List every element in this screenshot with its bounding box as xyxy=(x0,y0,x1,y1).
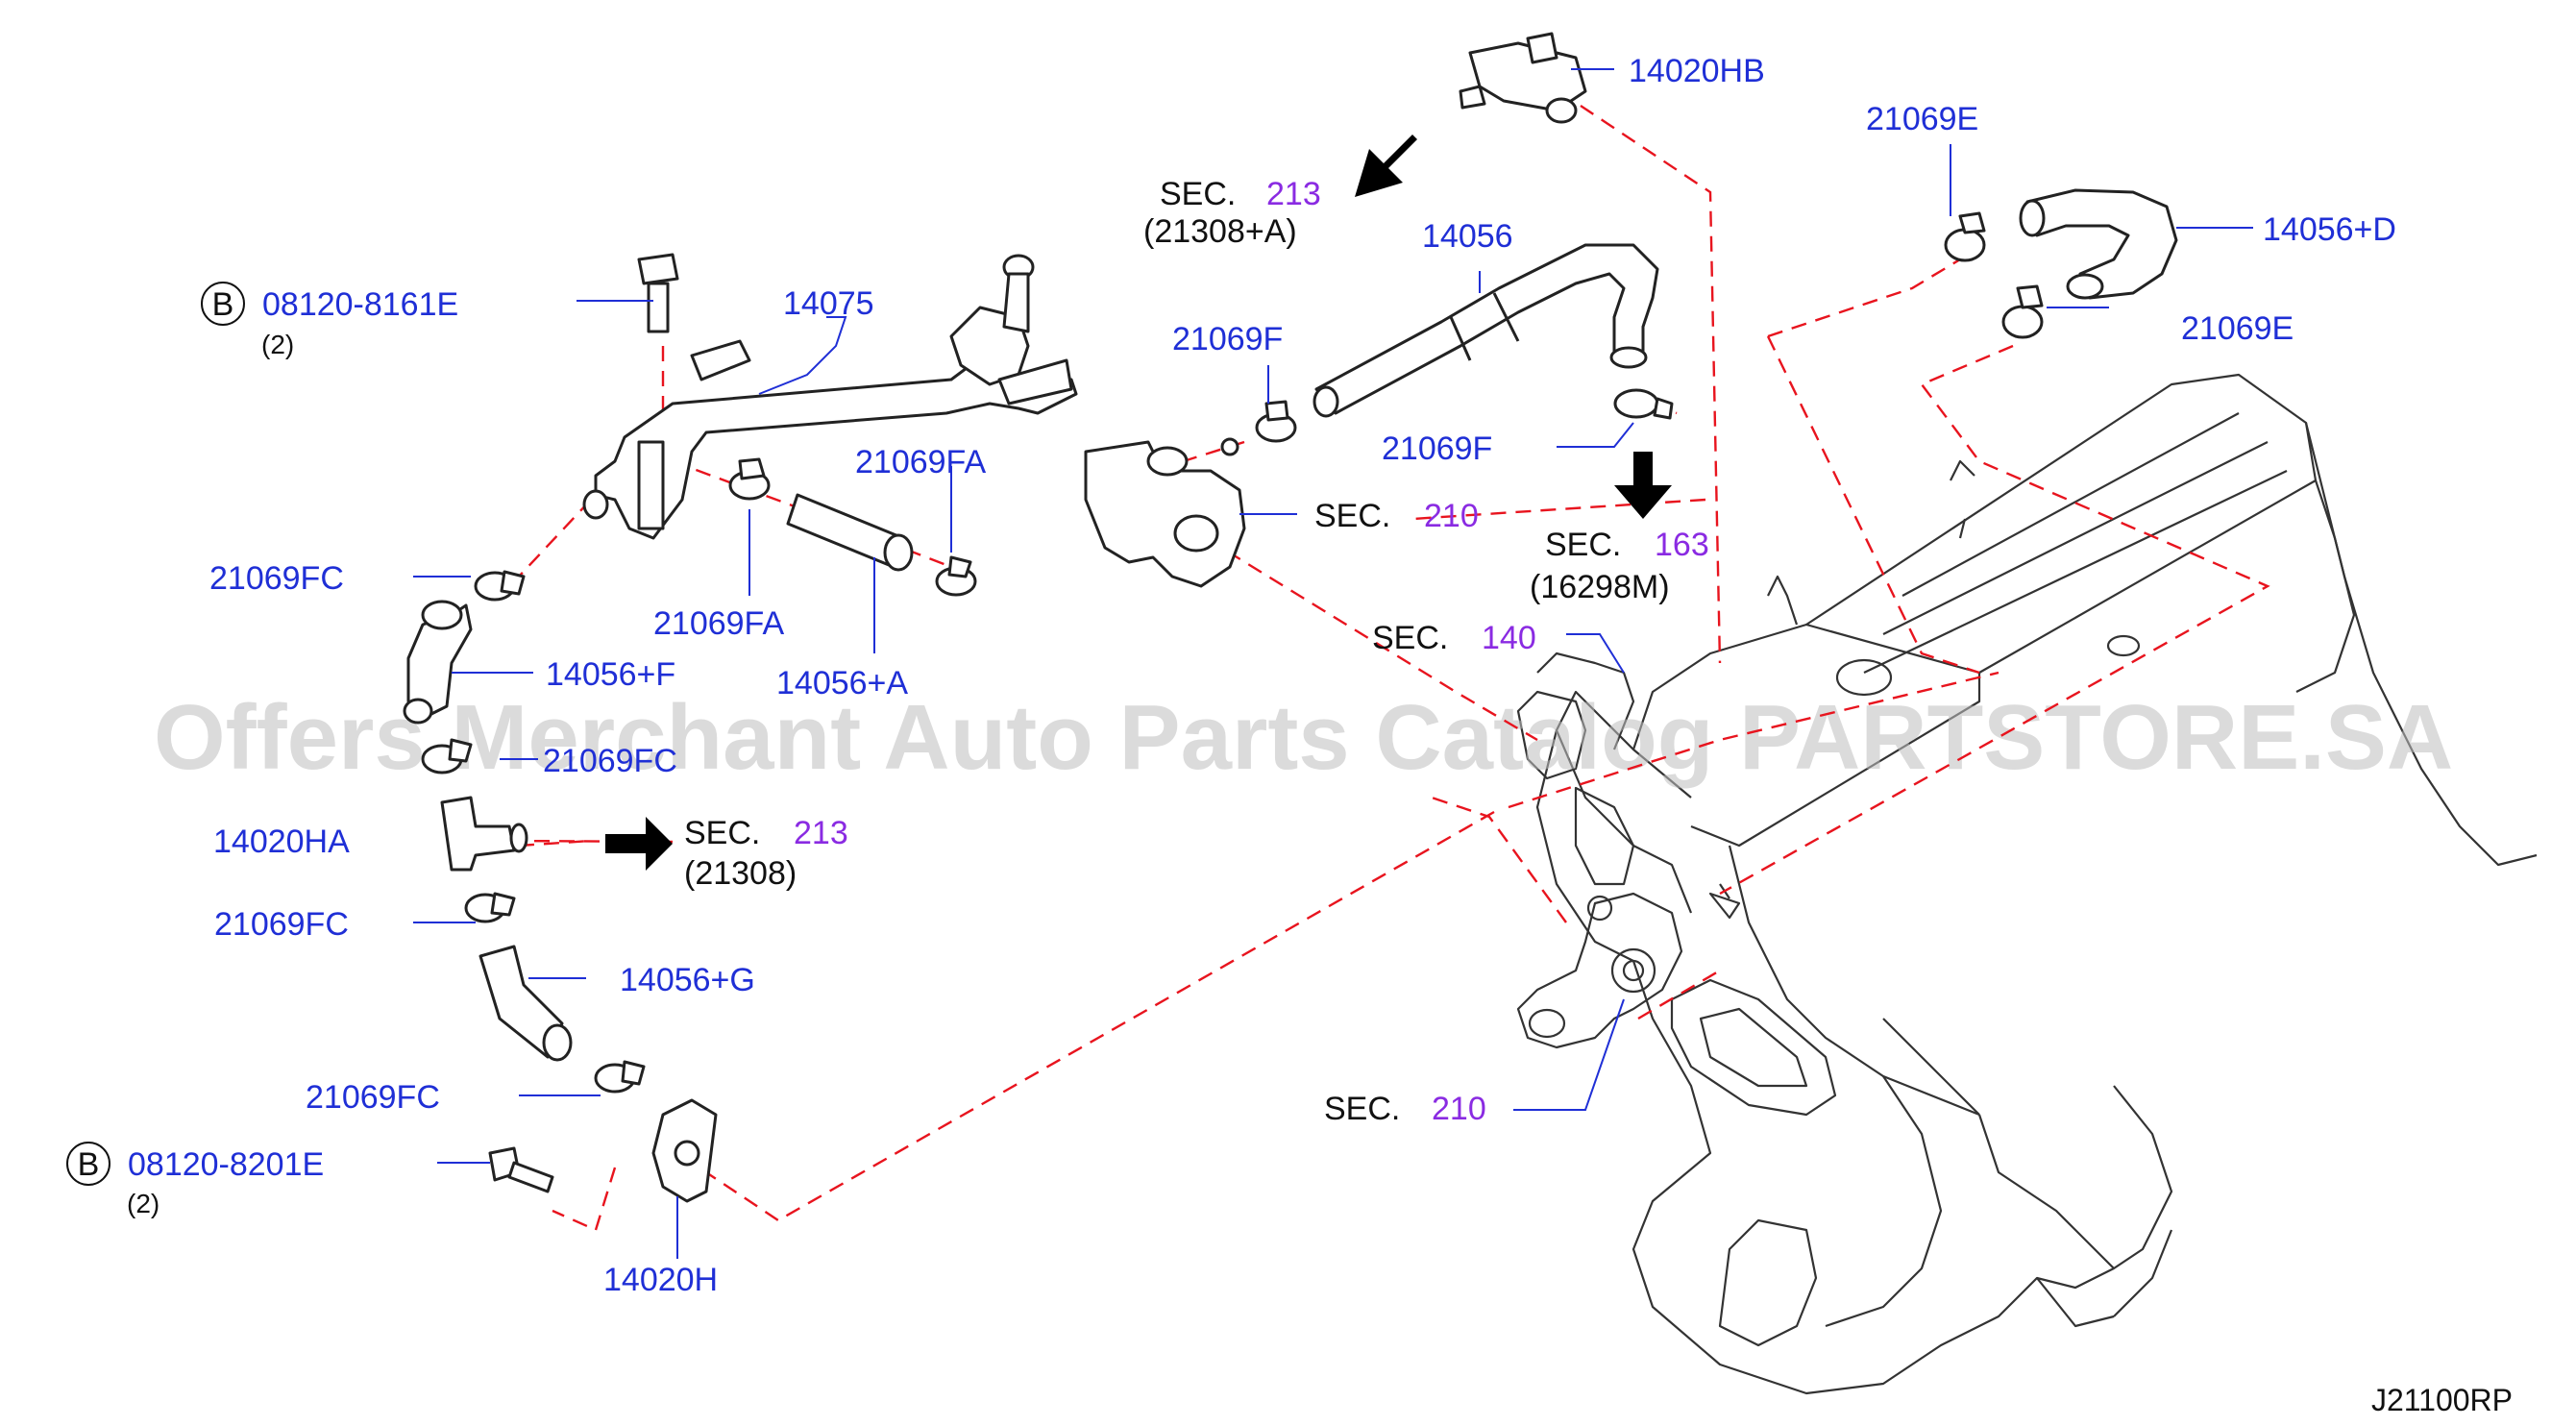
clamp-21069FC-1 xyxy=(474,570,526,602)
section-number: 213 xyxy=(794,815,848,851)
clamp-21069FA-right xyxy=(935,555,977,597)
leader-lines xyxy=(413,68,2253,1259)
part-label-21069F[interactable]: 21069F xyxy=(1382,430,1492,467)
diagram-code: J21100RP xyxy=(2371,1383,2513,1417)
hose-14056A xyxy=(786,493,914,572)
part-label-21069F[interactable]: 21069F xyxy=(1172,321,1283,357)
part-label-14020HA[interactable]: 14020HA xyxy=(213,824,350,860)
engine-block-illustration xyxy=(1516,373,2538,1395)
part-label-21069FA[interactable]: 21069FA xyxy=(653,605,784,642)
part-label-14020H[interactable]: 14020H xyxy=(603,1262,718,1298)
bolt-part-number[interactable]: 08120-8201E xyxy=(128,1146,324,1183)
section-ref: (16298M) xyxy=(1530,569,1670,605)
bolt-08120-8201E xyxy=(488,1146,554,1193)
part-label-14075[interactable]: 14075 xyxy=(783,285,874,322)
section-number: 140 xyxy=(1482,620,1536,656)
section-number: 210 xyxy=(1424,498,1479,534)
part-label-14056-A[interactable]: 14056+A xyxy=(776,665,908,701)
hose-14056 xyxy=(1313,243,1659,418)
bolt-part-number[interactable]: 08120-8161E xyxy=(262,286,458,323)
section-prefix: SEC. xyxy=(684,815,760,851)
part-label-21069FC[interactable]: 21069FC xyxy=(209,560,344,597)
section-ref-213-top[interactable]: SEC. 213 (21308+A) xyxy=(1143,176,1321,250)
section-prefix: SEC. xyxy=(1160,176,1236,212)
section-ref: (21308) xyxy=(684,855,797,892)
part-label-14056-D[interactable]: 14056+D xyxy=(2263,211,2396,248)
part-label-21069FC[interactable]: 21069FC xyxy=(214,906,349,943)
part-label-21069E[interactable]: 21069E xyxy=(1866,101,1978,137)
part-label-21069FC[interactable]: 21069FC xyxy=(306,1079,440,1116)
part-label-21069FA[interactable]: 21069FA xyxy=(855,444,986,480)
hose-14056F xyxy=(403,600,473,725)
part-label-21069FC[interactable]: 21069FC xyxy=(543,743,677,779)
part-label-14056-F[interactable]: 14056+F xyxy=(546,656,675,693)
section-ref-210-thermostat[interactable]: SEC. 210 xyxy=(1314,498,1479,534)
hose-14056G xyxy=(478,945,573,1062)
section-prefix: SEC. xyxy=(1372,620,1448,656)
section-number: 213 xyxy=(1266,176,1321,212)
bolt-circle-marker xyxy=(201,282,245,326)
part-label-21069E[interactable]: 21069E xyxy=(2181,310,2294,347)
section-prefix: SEC. xyxy=(1314,498,1390,534)
section-ref-163[interactable]: SEC. 163 (16298M) xyxy=(1530,527,1709,605)
thermostat-housing xyxy=(1084,437,1246,588)
bolt-circle-marker xyxy=(66,1142,110,1186)
clamp-21069FC-3 xyxy=(464,892,516,923)
section-ref: (21308+A) xyxy=(1143,213,1297,250)
clamp-21069FA-top xyxy=(728,457,771,501)
bolt-callout-top: B 08120-8161E (2) xyxy=(201,282,458,359)
section-ref-210-pump[interactable]: SEC. 210 xyxy=(1324,1091,1486,1127)
bolt-08120-8161E xyxy=(637,253,679,333)
arrow-to-sec213-left xyxy=(605,817,673,871)
bolt-quantity: (2) xyxy=(127,1189,159,1218)
section-ref-140[interactable]: SEC. 140 xyxy=(1372,620,1536,656)
bolt-quantity: (2) xyxy=(261,330,294,359)
pipe-14020HA xyxy=(440,796,528,872)
arrow-to-sec213-top xyxy=(1355,135,1417,197)
section-ref-213-left[interactable]: SEC. 213 (21308) xyxy=(684,815,848,892)
watermark-text: Offers Merchant Auto Parts Catalog PARTS… xyxy=(154,686,2453,789)
clamp-21069F-2 xyxy=(1613,388,1674,420)
clamp-21069E-2 xyxy=(2001,284,2044,339)
bolt-marker-letter: B xyxy=(212,286,234,323)
guide-lines xyxy=(508,105,2270,1232)
section-prefix: SEC. xyxy=(1545,527,1621,563)
clamp-21069FC-2 xyxy=(421,738,473,774)
section-number: 210 xyxy=(1432,1091,1486,1127)
clamp-21069FC-4 xyxy=(594,1060,646,1094)
arrow-to-sec163 xyxy=(1614,452,1672,519)
flange-14020H xyxy=(651,1098,718,1203)
part-label-14020HB[interactable]: 14020HB xyxy=(1629,53,1765,89)
section-prefix: SEC. xyxy=(1324,1091,1400,1127)
section-number: 163 xyxy=(1655,527,1709,563)
clamp-21069E-1 xyxy=(1944,211,1986,262)
part-label-14056[interactable]: 14056 xyxy=(1422,218,1513,255)
hose-14056D xyxy=(2019,188,2178,300)
part-label-14056-G[interactable]: 14056+G xyxy=(620,962,755,998)
clamp-21069F-1 xyxy=(1255,400,1297,443)
bolt-callout-bottom: B 08120-8201E (2) xyxy=(66,1142,324,1218)
valve-14020HB xyxy=(1459,32,1587,124)
bolt-marker-letter: B xyxy=(78,1146,100,1183)
part-14075-pipe xyxy=(582,254,1078,540)
